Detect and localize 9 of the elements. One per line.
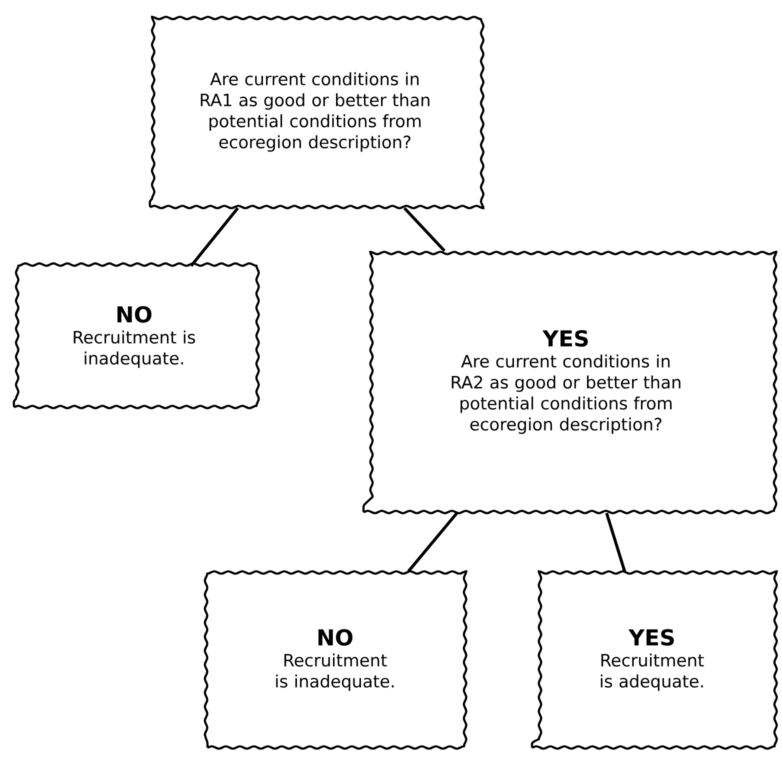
connector-line [403, 207, 446, 252]
question-box: YES Are current conditions in RA2 as good or better than potential conditions from ecoregion description? [362, 250, 778, 514]
connector-line [190, 207, 239, 267]
question-box: Are current conditions in RA1 as good or better than potential conditions from ecoregion description? [148, 16, 484, 210]
connector-line [605, 512, 626, 572]
question-box: NO Recruitment is inadequate. [12, 262, 260, 410]
question-box: YES Recruitment is adequate. [530, 570, 778, 750]
connector-line [407, 512, 458, 572]
question-box: NO Recruitment is inadequate. [204, 570, 468, 750]
